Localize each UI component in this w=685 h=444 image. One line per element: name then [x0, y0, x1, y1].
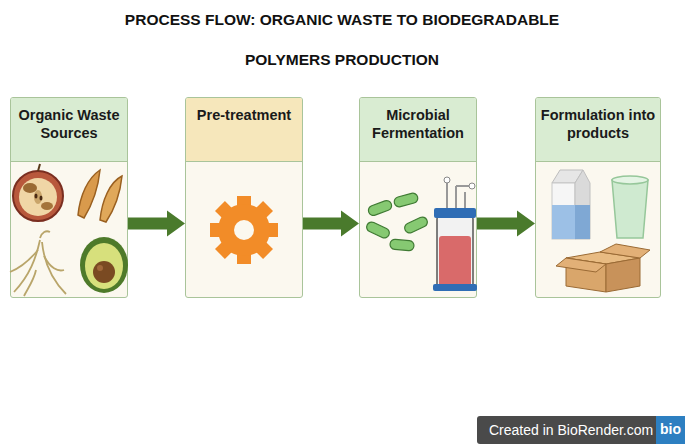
process-box: Formulation into products: [535, 97, 661, 298]
box-heading: Organic Waste Sources: [11, 98, 127, 162]
process-box: Pre-treatment: [185, 97, 303, 298]
process-box: Organic Waste Sources: [10, 97, 128, 298]
box-heading: Microbial Fermentation: [360, 98, 476, 162]
box-heading: Pre-treatment: [186, 98, 302, 162]
process-box: Microbial Fermentation: [359, 97, 477, 298]
logo-text: bio: [660, 421, 681, 437]
flow-arrow: [477, 211, 535, 237]
flow-arrow: [128, 211, 185, 237]
box-heading: Formulation into products: [536, 98, 660, 162]
watermark-bar: [477, 416, 685, 444]
diagram-title: PROCESS FLOW: ORGANIC WASTE TO BIODEGRAD…: [92, 0, 592, 80]
flow-arrow: [303, 211, 359, 237]
watermark-text: Created in BioRender.com: [489, 422, 653, 438]
